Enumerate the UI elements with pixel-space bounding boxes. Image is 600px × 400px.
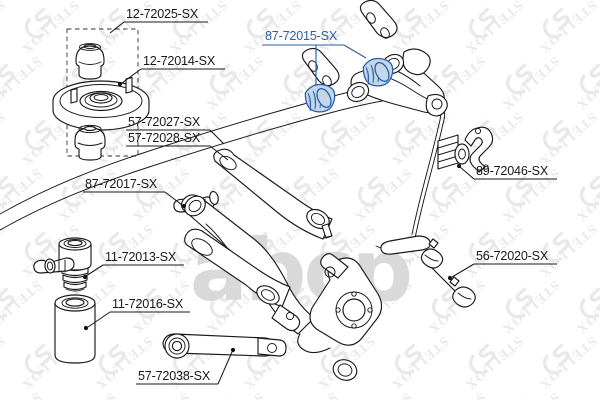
leader-endpoint-dot	[83, 325, 89, 331]
leader-line	[217, 351, 233, 385]
part-12-72025-SX	[75, 43, 105, 80]
part-lateral-link-lower	[33, 257, 75, 274]
leader-endpoint-dot	[230, 347, 236, 353]
part-number-text: 12-72025-SX	[126, 7, 199, 21]
leader-line	[121, 68, 142, 84]
part-label-12-72025-SX[interactable]: 12-72025-SX	[109, 7, 208, 34]
leader-line	[209, 129, 225, 145]
leader-endpoint-dot	[82, 274, 88, 280]
leader-line	[315, 44, 367, 86]
part-89-72046-SX	[437, 126, 494, 173]
part-number-text: 11-72013-SX	[105, 250, 177, 264]
part-11-72013-SX	[58, 237, 92, 292]
leader-line	[451, 263, 475, 278]
leader-endpoint-dot	[447, 275, 453, 281]
part-rear-lower-arm	[184, 228, 301, 332]
part-bracket-plate-upper	[359, 0, 398, 39]
leader-line	[164, 191, 183, 206]
part-label-57-72028-SX[interactable]: 57-72028-SX	[126, 131, 229, 161]
part-number-text: 12-72014-SX	[143, 54, 216, 68]
part-number-text: 57-72038-SX	[138, 369, 211, 383]
part-87-72015-SX-bushing-lower	[304, 83, 336, 113]
part-56-72020-SX	[420, 238, 476, 308]
leader-line	[209, 145, 229, 161]
part-label-11-72013-SX[interactable]: 11-72013-SX	[82, 250, 184, 280]
leader-endpoint-dot	[456, 163, 462, 169]
part-number-text: 87-72015-SX	[265, 29, 338, 43]
part-12-72014-SX	[52, 76, 150, 131]
part-label-56-72020-SX[interactable]: 56-72020-SX	[447, 249, 557, 281]
part-number-text: 11-72016-SX	[112, 297, 184, 311]
leader-line	[459, 166, 475, 180]
leader-line	[109, 21, 125, 34]
part-label-87-72015-SX[interactable]: 87-72015-SX	[262, 29, 367, 86]
part-label-11-72016-SX[interactable]: 11-72016-SX	[83, 297, 190, 331]
leader-endpoint-dot	[181, 203, 187, 209]
part-label-87-72017-SX[interactable]: 87-72017-SX	[83, 177, 187, 209]
part-number-text: 57-72027-SX	[128, 115, 201, 129]
leader-endpoint-dot	[117, 81, 123, 87]
part-number-text: 87-72017-SX	[85, 177, 158, 191]
part-label-12-72014-SX[interactable]: 12-72014-SX	[117, 54, 225, 87]
part-steering-knuckle	[297, 253, 383, 381]
part-57-72038-SX	[162, 333, 287, 359]
part-11-72016-SX	[54, 294, 96, 364]
part-label-57-72027-SX[interactable]: 57-72027-SX	[126, 115, 225, 145]
part-label-57-72038-SX[interactable]: 57-72038-SX	[136, 347, 236, 385]
part-number-text: 89-72046-SX	[476, 164, 549, 178]
leader-line	[85, 264, 104, 277]
part-number-text: 57-72028-SX	[128, 131, 201, 145]
part-bracket-plate-lower	[301, 47, 340, 87]
part-87-72015-SX-bushing-upper	[362, 57, 394, 87]
leader-line	[87, 311, 111, 328]
part-57-72027-SX	[74, 124, 106, 161]
part-number-text: 56-72020-SX	[476, 249, 549, 263]
part-label-89-72046-SX[interactable]: 89-72046-SX	[456, 163, 557, 180]
